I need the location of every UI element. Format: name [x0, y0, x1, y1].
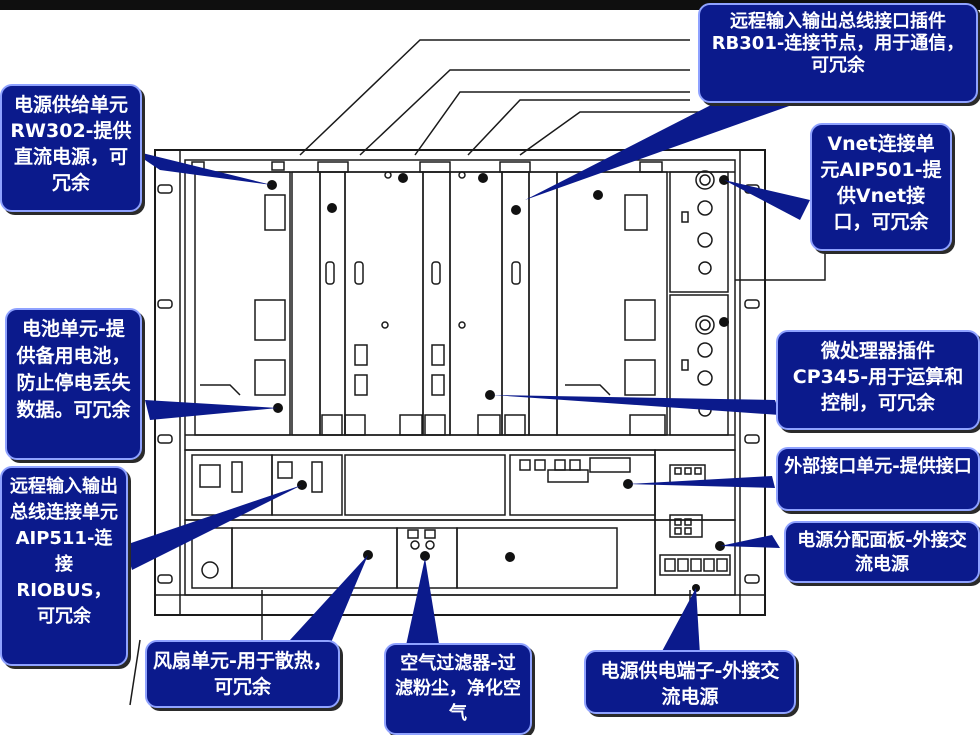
vnet-module-upper: [669, 171, 729, 293]
callout-aip511: 远程输入输出总线连接单元AIP511-连接RIOBUS，可冗余: [0, 466, 128, 666]
callout-power-panel: 电源分配面板-外接交流电源: [784, 521, 980, 583]
cabinet-frame: [154, 149, 766, 616]
callout-battery: 电池单元-提供备用电池，防止停电丢失数据。可冗余: [5, 308, 142, 460]
callout-air-filter: 空气过滤器-过滤粉尘，净化空气: [384, 643, 532, 735]
callout-power-terminal: 电源供电端子-外接交流电源: [584, 650, 796, 714]
callout-cp345: 微处理器插件CP345-用于运算和控制，可冗余: [776, 330, 980, 430]
callout-fan: 风扇单元-用于散热，可冗余: [145, 640, 340, 708]
vnet-module-lower: [669, 294, 729, 436]
callout-aip501: Vnet连接单元AIP501-提供Vnet接口，可冗余: [810, 123, 952, 251]
callout-external-interface: 外部接口单元-提供接口: [776, 447, 980, 511]
callout-rb301: 远程输入输出总线接口插件RB301-连接节点，用于通信，可冗余: [698, 3, 978, 103]
power-supply-module: [194, 171, 291, 436]
top-bar: [0, 0, 980, 10]
callout-rw302: 电源供给单元RW302-提供直流电源，可冗余: [0, 84, 142, 212]
